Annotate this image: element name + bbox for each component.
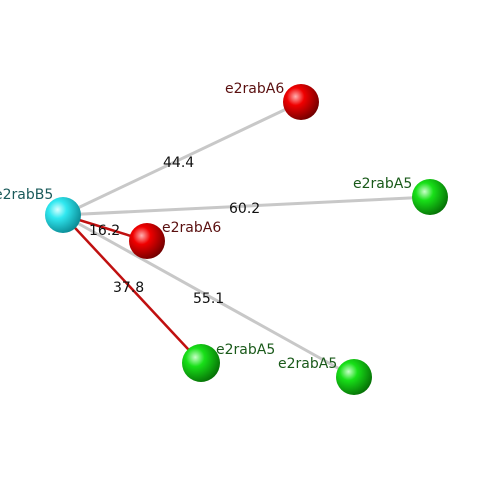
bond-center-to-n5 (62, 213, 355, 379)
node-label-n3: e2rabA6 (162, 220, 221, 236)
bond-center-to-n2 (62, 195, 431, 217)
node-label-center: e2rabB5 (0, 187, 53, 203)
node-label-n2: e2rabA5 (353, 176, 412, 192)
distance-labels: 44.4 60.2 16.2 37.8 55.1 (89, 155, 260, 307)
node-center-sphere (45, 197, 81, 233)
node-n5-sphere (336, 359, 372, 395)
node-label-n5: e2rabA5 (278, 356, 337, 372)
node-n1-sphere (283, 84, 319, 120)
node-label-n4: e2rabA5 (216, 342, 275, 358)
node-label-n1: e2rabA6 (225, 81, 284, 97)
node-n3-sphere (129, 223, 165, 259)
node-n4-sphere (182, 344, 220, 382)
distance-label-n2: 60.2 (229, 201, 260, 217)
nodes (45, 84, 448, 395)
distance-label-n4: 37.8 (113, 280, 144, 296)
node-labels: e2rabB5 e2rabA6 e2rabA5 e2rabA6 e2rabA5 … (0, 81, 412, 372)
bond-center-to-n4 (62, 214, 202, 364)
distance-label-n3: 16.2 (89, 223, 120, 239)
distance-label-n1: 44.4 (163, 155, 194, 171)
node-n2-sphere (412, 179, 448, 215)
bond-center-to-n1 (62, 100, 302, 217)
distance-label-n5: 55.1 (193, 291, 224, 307)
bonds (62, 100, 431, 379)
